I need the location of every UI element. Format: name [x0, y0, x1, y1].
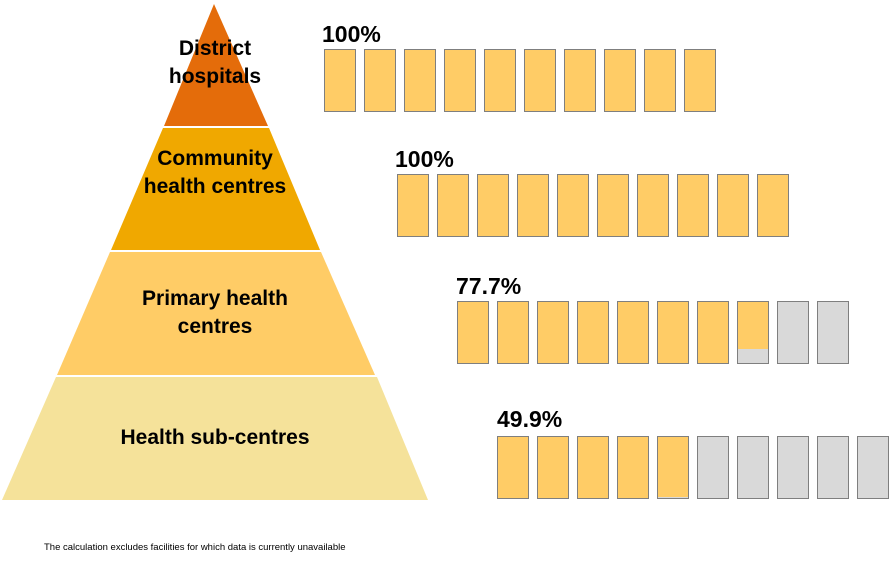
coverage-box-fill [398, 175, 428, 236]
coverage-box-fill [478, 175, 508, 236]
coverage-box-fill [758, 175, 788, 236]
coverage-box [577, 301, 609, 364]
coverage-box [444, 49, 476, 112]
pyramid-tier-health-sub-centres [2, 377, 428, 500]
coverage-box-fill [538, 302, 568, 363]
coverage-box-fill [325, 50, 355, 111]
coverage-box [517, 174, 549, 237]
percent-label-district-hospitals: 100% [322, 21, 381, 47]
coverage-box-fill [458, 302, 488, 363]
coverage-box-fill [405, 50, 435, 111]
coverage-box [737, 436, 769, 499]
coverage-box [657, 436, 689, 499]
coverage-box [697, 301, 729, 364]
pyramid-tier-community-health-centres [111, 128, 320, 250]
coverage-box [364, 49, 396, 112]
coverage-box-fill [598, 175, 628, 236]
coverage-box-fill [618, 437, 648, 498]
percent-label-community-health-centres: 100% [395, 146, 454, 172]
coverage-box-fill [605, 50, 635, 111]
coverage-box-fill [365, 50, 395, 111]
percent-label-health-sub-centres: 49.9% [497, 406, 563, 432]
coverage-box [577, 436, 609, 499]
coverage-box-fill [578, 437, 608, 498]
coverage-box-fill [678, 175, 708, 236]
coverage-box [777, 301, 809, 364]
tier-label-community-health-centres: Community health centres [143, 147, 287, 198]
coverage-box-fill [698, 302, 728, 363]
coverage-box [677, 174, 709, 237]
coverage-box [537, 436, 569, 499]
coverage-box [737, 301, 769, 364]
coverage-box [817, 301, 849, 364]
coverage-box [437, 174, 469, 237]
pyramid [2, 4, 428, 500]
coverage-box [457, 301, 489, 364]
coverage-box [857, 436, 889, 499]
coverage-box [477, 174, 509, 237]
coverage-box [617, 436, 649, 499]
coverage-box-fill [638, 175, 668, 236]
coverage-box [557, 174, 589, 237]
coverage-box [617, 301, 649, 364]
coverage-box [564, 49, 596, 112]
coverage-box [397, 174, 429, 237]
coverage-box-fill [578, 302, 608, 363]
coverage-box [684, 49, 716, 112]
coverage-box [777, 436, 809, 499]
coverage-box-fill [445, 50, 475, 111]
coverage-box-fill [565, 50, 595, 111]
pyramid-tier-primary-health-centres [57, 252, 375, 375]
coverage-box-fill [518, 175, 548, 236]
coverage-box-fill [685, 50, 715, 111]
coverage-box-fill [538, 437, 568, 498]
coverage-box [697, 436, 729, 499]
coverage-box-fill [498, 437, 528, 498]
coverage-box [597, 174, 629, 237]
coverage-box [717, 174, 749, 237]
coverage-box-fill [718, 175, 748, 236]
coverage-box [497, 301, 529, 364]
percent-label-primary-health-centres: 77.7% [456, 273, 522, 299]
coverage-box [817, 436, 849, 499]
coverage-box-fill [485, 50, 515, 111]
coverage-box [524, 49, 556, 112]
coverage-box [604, 49, 636, 112]
coverage-box [637, 174, 669, 237]
pyramid-tier-district-hospitals [164, 4, 268, 126]
coverage-box [484, 49, 516, 112]
coverage-box-fill [438, 175, 468, 236]
coverage-box-fill [658, 437, 688, 498]
coverage-box [497, 436, 529, 499]
coverage-box [537, 301, 569, 364]
coverage-box-fill [738, 302, 768, 349]
coverage-box-fill [498, 302, 528, 363]
coverage-box-fill [618, 302, 648, 363]
coverage-box-fill [645, 50, 675, 111]
tier-label-primary-health-centres: Primary health centres [142, 287, 288, 338]
coverage-box-fill [525, 50, 555, 111]
coverage-box [644, 49, 676, 112]
coverage-box [404, 49, 436, 112]
coverage-box [324, 49, 356, 112]
tier-label-health-sub-centres: Health sub-centres [120, 426, 310, 449]
coverage-box [657, 301, 689, 364]
footnote: The calculation excludes facilities for … [44, 542, 346, 553]
tier-label-district-hospitals: District hospitals [168, 37, 262, 88]
coverage-box [757, 174, 789, 237]
coverage-box-fill [658, 302, 688, 363]
coverage-box-fill [558, 175, 588, 236]
